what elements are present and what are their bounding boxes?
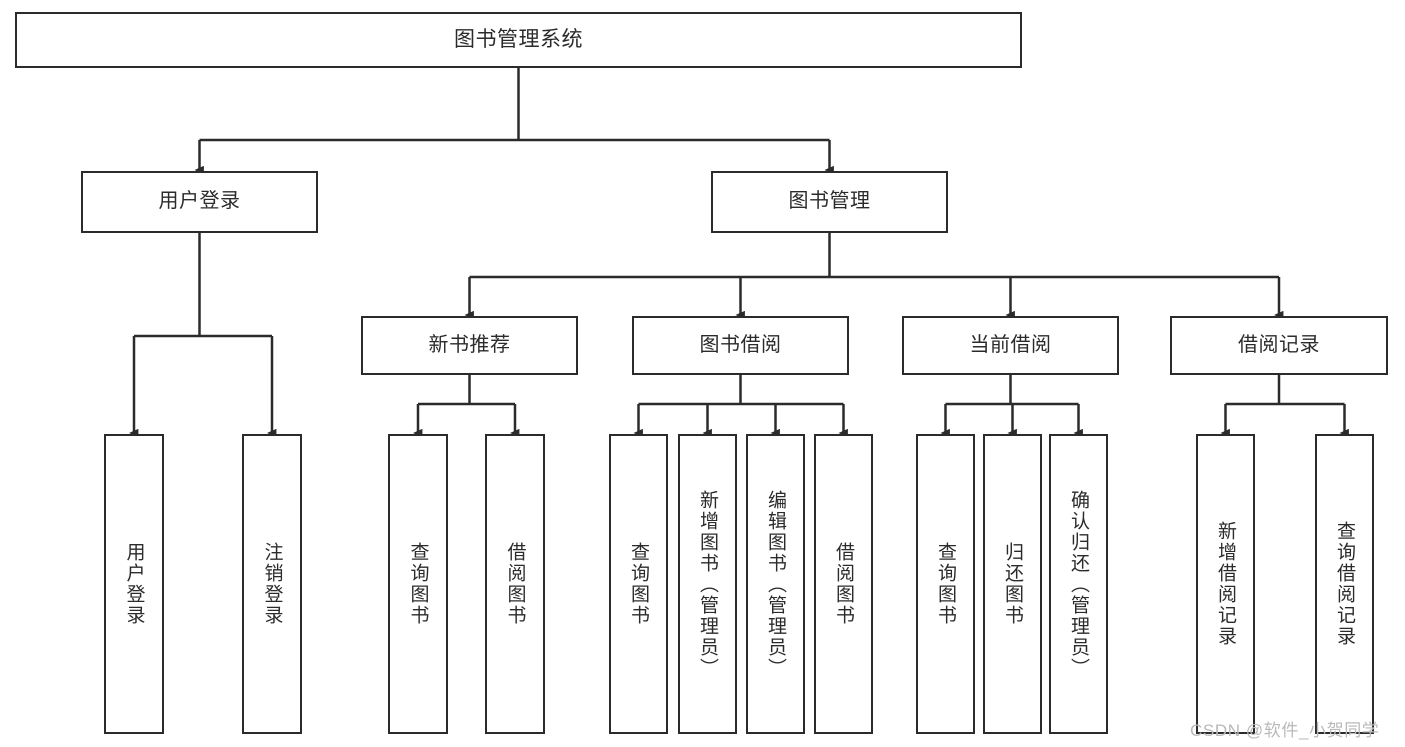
node-label: 图书管理 bbox=[788, 190, 871, 213]
node-leaf-logout[interactable]: 注销登录 bbox=[242, 434, 302, 734]
node-book-manage[interactable]: 图书管理 bbox=[711, 171, 948, 233]
node-label: 用户登录 bbox=[158, 190, 241, 213]
node-label: 借阅图书 bbox=[833, 542, 854, 626]
node-leaf-query-1[interactable]: 查询图书 bbox=[388, 434, 448, 734]
node-label: 编辑图书（管理员） bbox=[765, 489, 786, 679]
node-leaf-query-3[interactable]: 查询图书 bbox=[916, 434, 975, 734]
node-leaf-edit-book[interactable]: 编辑图书（管理员） bbox=[746, 434, 805, 734]
node-book-borrow[interactable]: 图书借阅 bbox=[632, 316, 849, 375]
node-label: 借阅记录 bbox=[1238, 333, 1320, 356]
node-label: 新增借阅记录 bbox=[1215, 521, 1236, 647]
node-leaf-query-rec[interactable]: 查询借阅记录 bbox=[1315, 434, 1374, 734]
node-label: 查询借阅记录 bbox=[1334, 521, 1355, 647]
node-current-borrow[interactable]: 当前借阅 bbox=[902, 316, 1119, 375]
node-leaf-borrow-2[interactable]: 借阅图书 bbox=[814, 434, 873, 734]
node-label: 图书借阅 bbox=[699, 333, 782, 356]
node-leaf-return[interactable]: 归还图书 bbox=[983, 434, 1042, 734]
node-label: 归还图书 bbox=[1002, 542, 1023, 626]
node-label: 注销登录 bbox=[261, 542, 283, 626]
node-label: 确认归还（管理员） bbox=[1068, 489, 1089, 679]
node-label: 用户登录 bbox=[123, 542, 145, 626]
node-leaf-query-2[interactable]: 查询图书 bbox=[609, 434, 668, 734]
edge-layer bbox=[129, 68, 1349, 438]
node-label: 图书管理系统 bbox=[454, 27, 583, 51]
node-user-login[interactable]: 用户登录 bbox=[81, 171, 318, 233]
node-new-book-rec[interactable]: 新书推荐 bbox=[361, 316, 578, 375]
node-label: 新书推荐 bbox=[428, 333, 511, 356]
node-label: 借阅图书 bbox=[504, 542, 526, 626]
node-label: 查询图书 bbox=[407, 542, 429, 626]
node-label: 查询图书 bbox=[628, 542, 649, 626]
node-root[interactable]: 图书管理系统 bbox=[15, 12, 1022, 68]
node-borrow-record[interactable]: 借阅记录 bbox=[1170, 316, 1388, 375]
node-leaf-borrow-1[interactable]: 借阅图书 bbox=[485, 434, 545, 734]
node-leaf-user-login[interactable]: 用户登录 bbox=[104, 434, 164, 734]
node-label: 查询图书 bbox=[935, 542, 956, 626]
node-label: 当前借阅 bbox=[969, 333, 1052, 356]
node-leaf-confirm[interactable]: 确认归还（管理员） bbox=[1049, 434, 1108, 734]
node-leaf-add-book[interactable]: 新增图书（管理员） bbox=[678, 434, 737, 734]
node-label: 新增图书（管理员） bbox=[697, 489, 718, 679]
node-leaf-add-rec[interactable]: 新增借阅记录 bbox=[1196, 434, 1255, 734]
